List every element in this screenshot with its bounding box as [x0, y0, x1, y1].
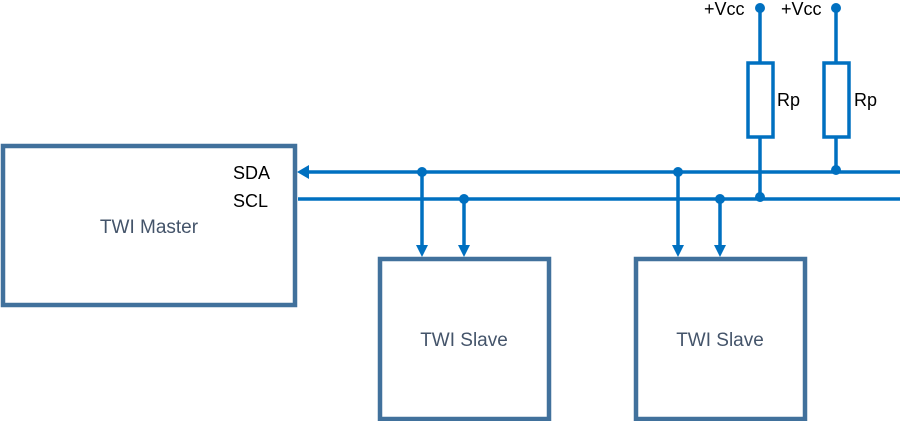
slave-1-connections — [416, 172, 470, 257]
junction-dot — [755, 192, 765, 202]
twi-master-box — [0, 143, 298, 308]
junction-dot — [831, 165, 841, 175]
vcc-label-2: +Vcc — [781, 0, 822, 19]
sda-label: SDA — [233, 163, 270, 183]
junction-dot — [459, 194, 469, 204]
slave-2-connections — [672, 172, 726, 257]
junction-dot — [715, 194, 725, 204]
sda-arrow-head — [297, 165, 309, 179]
master-label: TWI Master — [100, 217, 199, 238]
rp-label-1: Rp — [777, 90, 800, 110]
vcc-terminal-dot — [831, 3, 841, 13]
rp-label-2: Rp — [854, 90, 877, 110]
junction-dot — [417, 167, 427, 177]
pullup-resistor-sda — [822, 8, 851, 172]
pullup-resistor-scl — [746, 8, 775, 199]
twi-slave-box-2 — [633, 256, 808, 421]
slave-label-1: TWI Slave — [420, 330, 508, 351]
twi-slave-box-1 — [377, 256, 552, 421]
vcc-label-1: +Vcc — [704, 0, 745, 19]
junction-dot — [673, 167, 683, 177]
scl-label: SCL — [233, 191, 268, 211]
slave-label-2: TWI Slave — [676, 330, 764, 351]
vcc-terminal-dot — [755, 3, 765, 13]
